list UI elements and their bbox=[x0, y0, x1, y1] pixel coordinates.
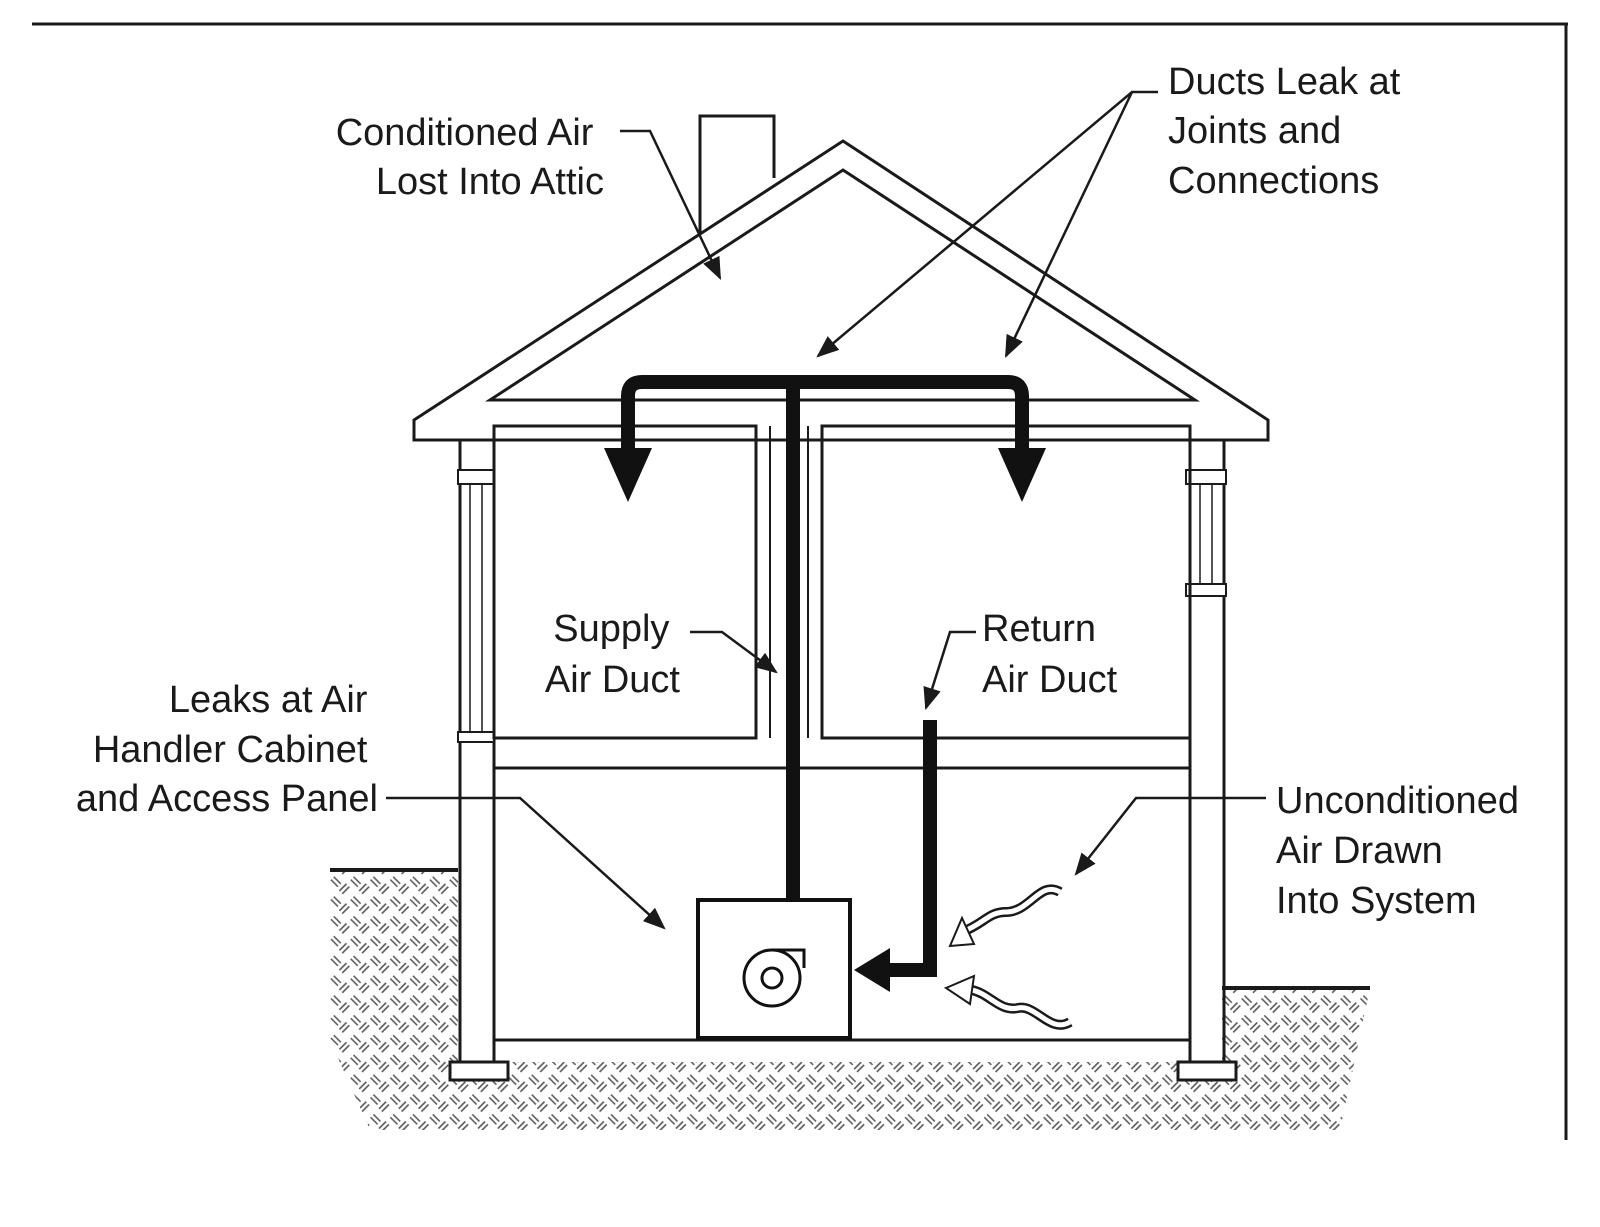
return-inlet-arrow bbox=[854, 948, 890, 992]
soil-right bbox=[1170, 988, 1370, 1130]
air-handler-leaks-label: Leaks at Air Handler Cabinet and Access … bbox=[76, 679, 378, 820]
air-handler bbox=[696, 898, 852, 1040]
left-footing bbox=[448, 1060, 510, 1082]
supply-outlet-arrow-left bbox=[604, 448, 652, 502]
unconditioned-air-arrows bbox=[943, 884, 1073, 1030]
upper-room-right bbox=[820, 424, 1192, 740]
leader-duct-leaks-right bbox=[1004, 91, 1134, 359]
leader-return-duct bbox=[923, 630, 976, 711]
leader-air-handler bbox=[386, 796, 666, 930]
left-wall bbox=[458, 440, 496, 1064]
unconditioned-air-label: Unconditioned Air Drawn Into System bbox=[1276, 780, 1530, 922]
right-footing bbox=[1176, 1060, 1238, 1082]
supply-duct-label: Supply Air Duct bbox=[545, 608, 681, 701]
attic-duct-run bbox=[621, 375, 1029, 448]
labels: Conditioned Air Lost Into Attic Ducts Le… bbox=[76, 61, 1530, 922]
soil-left bbox=[330, 870, 1170, 1130]
supply-outlet-arrow-right bbox=[998, 448, 1046, 502]
right-wall bbox=[1188, 440, 1226, 1064]
leader-attic-loss bbox=[620, 129, 722, 281]
attic-loss-label: Conditioned Air Lost Into Attic bbox=[336, 112, 604, 203]
leader-unconditioned-air bbox=[1074, 796, 1266, 876]
duct-leaks-label: Ducts Leak at Joints and Connections bbox=[1168, 61, 1411, 202]
duct-system bbox=[604, 375, 1046, 992]
page-frame bbox=[32, 22, 1568, 1140]
leader-supply-duct bbox=[690, 630, 778, 674]
return-duct bbox=[884, 720, 937, 977]
ground bbox=[330, 868, 1370, 1130]
chimney bbox=[698, 114, 776, 236]
leader-lines bbox=[386, 90, 1266, 930]
return-duct-label: Return Air Duct bbox=[982, 608, 1118, 701]
